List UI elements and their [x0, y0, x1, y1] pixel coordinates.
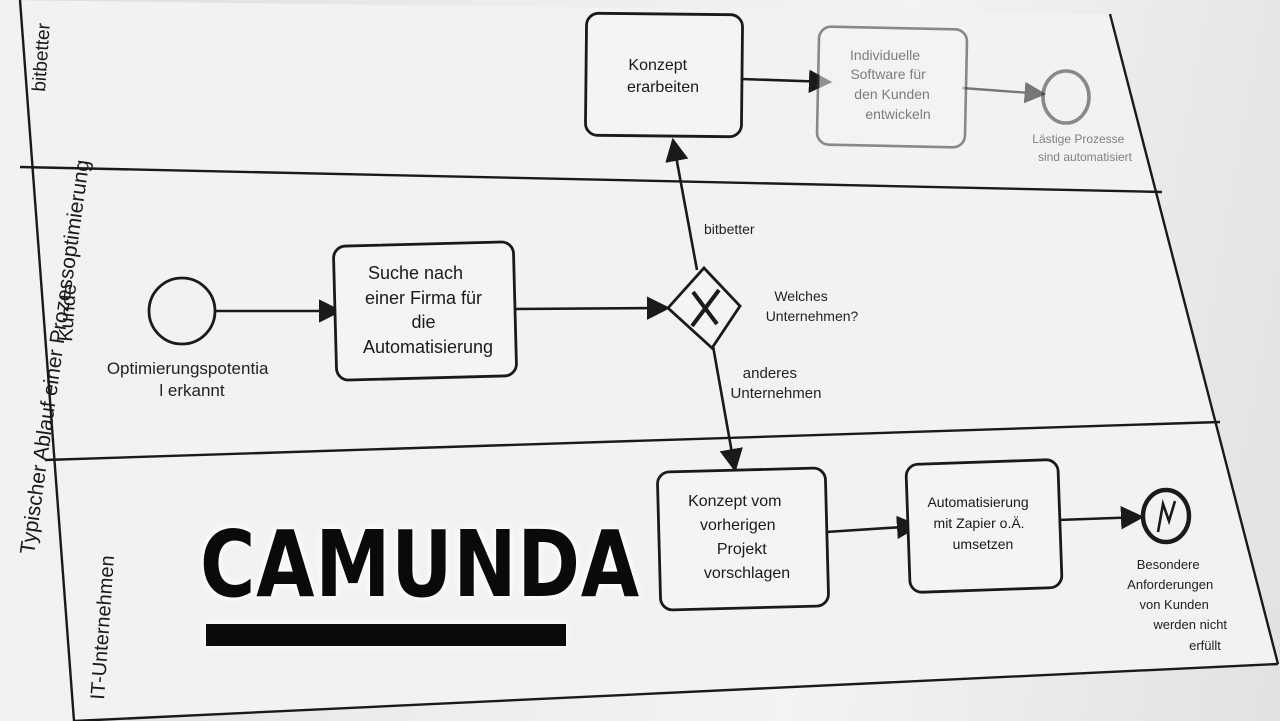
camunda-logo: CAMUNDA: [200, 510, 639, 650]
lane-label-kunde: Kunde: [55, 283, 81, 342]
flow-software-to-end: [961, 81, 1047, 104]
lane-divider-bottom: [44, 420, 1221, 462]
lane-label-bitbetter: bitbetter: [29, 22, 55, 93]
pool-bottom-border: [73, 662, 1279, 721]
brand-underline-bar: [206, 624, 566, 646]
gateway-label: Welches Unternehmen?: [766, 288, 859, 324]
flow-label-other: anderes Unternehmen: [731, 365, 822, 402]
lane-divider-top: [19, 165, 1163, 194]
task-zapier-label: Automatisierung mit Zapier o.Ä. umsetzen: [927, 494, 1032, 552]
flow-search-to-gateway: [513, 296, 671, 320]
exclusive-gateway[interactable]: [666, 265, 742, 351]
start-event-label: Optimierungspotentia l erkannt: [107, 359, 273, 400]
flow-label-bitbetter: bitbetter: [704, 221, 755, 237]
task-zapier[interactable]: Automatisierung mit Zapier o.Ä. umsetzen: [904, 458, 1064, 594]
gateway-x-icon: [690, 288, 721, 328]
error-icon: [1156, 498, 1177, 533]
start-event[interactable]: [147, 276, 217, 346]
task-previous-label: Konzept vom vorherigen Projekt vorschlag…: [688, 493, 790, 582]
flow-concept-to-software: [740, 69, 833, 93]
task-software-label: Individuelle Software für den Kunden ent…: [850, 47, 934, 122]
task-concept[interactable]: Konzept erarbeiten: [584, 11, 744, 139]
flow-previous-to-zapier: [825, 515, 921, 540]
end-event-bitbetter-label: Lästige Prozesse sind automatisiert: [1032, 132, 1132, 164]
task-concept-label: Konzept erarbeiten: [627, 57, 699, 96]
task-previous-project[interactable]: Konzept vom vorherigen Projekt vorschlag…: [656, 466, 830, 612]
end-event-it-label: Besondere Anforderungen von Kunden werde…: [1127, 557, 1230, 653]
pool-header-divider: [18, 0, 76, 721]
end-event-it[interactable]: [1140, 487, 1192, 545]
flow-zapier-to-end: [1057, 506, 1145, 530]
end-event-bitbetter[interactable]: [1041, 69, 1091, 125]
flow-gateway-to-previous: [711, 345, 743, 473]
task-software[interactable]: Individuelle Software für den Kunden ent…: [815, 25, 969, 149]
task-search-company[interactable]: Suche nach einer Firma für die Automatis…: [332, 240, 518, 382]
sequence-flows: [215, 69, 1145, 540]
pool-right-border: [1108, 13, 1280, 665]
brand-wordmark: CAMUNDA: [200, 511, 640, 618]
task-search-label: Suche nach einer Firma für die Automatis…: [363, 263, 493, 357]
flow-gateway-to-concept: [665, 137, 699, 271]
